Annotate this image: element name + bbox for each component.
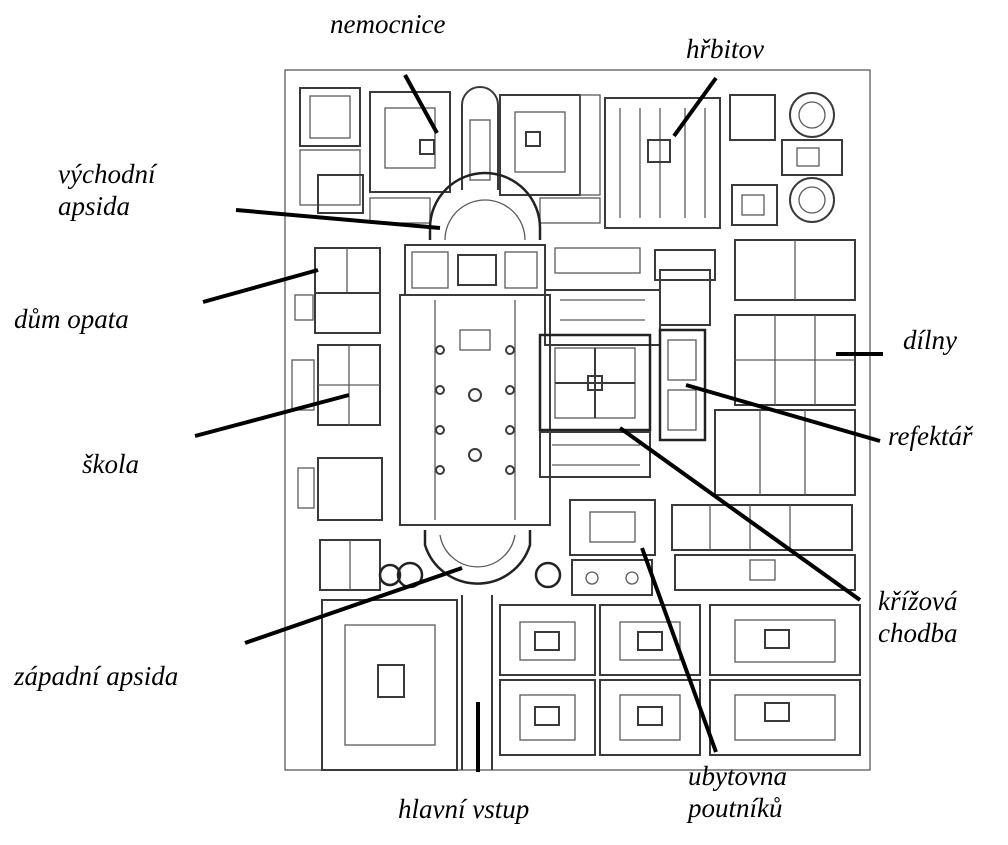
leader-vychodni-apsida bbox=[235, 208, 441, 230]
label-skola: škola bbox=[82, 449, 139, 479]
church-basilica bbox=[396, 171, 562, 770]
abbot-house bbox=[294, 247, 381, 334]
label-refektar: refektář bbox=[888, 421, 973, 451]
workshops-block bbox=[671, 239, 856, 591]
cemetery-complex bbox=[604, 92, 843, 229]
label-dum-opata: dům opata bbox=[14, 304, 129, 334]
label-vychodni-apsida: východní apsida bbox=[58, 158, 155, 222]
label-ubytovna-line2: poutníků bbox=[688, 793, 783, 823]
label-hrbitov: hřbitov bbox=[686, 34, 764, 64]
label-zapadni-apsida: západní apsida bbox=[14, 661, 179, 691]
site-boundary bbox=[284, 69, 871, 771]
label-krizova-line2: chodba bbox=[878, 618, 958, 648]
leader-refektar bbox=[685, 383, 881, 443]
leader-nemocnice bbox=[403, 74, 439, 134]
leader-skola bbox=[194, 393, 350, 438]
west-buildings bbox=[297, 457, 402, 591]
label-krizova-line1: křížová bbox=[878, 586, 958, 616]
label-ubytovna-poutniku: ubytovna poutníků bbox=[688, 760, 787, 824]
leader-dum-opata bbox=[202, 268, 319, 304]
leader-hrbitov bbox=[672, 76, 718, 138]
label-vychodni-line1: východní bbox=[58, 159, 156, 189]
school-block bbox=[291, 344, 381, 426]
bottom-row-buildings bbox=[321, 599, 861, 771]
leader-krizova-chodba bbox=[618, 426, 862, 602]
hospital-complex bbox=[299, 86, 601, 224]
leader-zapadni-apsida bbox=[244, 566, 463, 645]
label-nemocnice: nemocnice bbox=[330, 9, 446, 39]
label-vychodni-line2: apsida bbox=[58, 191, 131, 221]
refectory-block bbox=[554, 247, 716, 442]
label-dilny: dílny bbox=[903, 325, 957, 355]
label-krizova-chodba: křížová chodba bbox=[878, 585, 957, 649]
label-ubytovna-line1: ubytovna bbox=[688, 761, 787, 791]
leader-lines bbox=[194, 74, 883, 772]
pilgrim-lodging bbox=[569, 499, 656, 596]
cloister bbox=[538, 289, 661, 478]
leader-ubytovna bbox=[640, 547, 718, 753]
label-hlavni-vstup: hlavní vstup bbox=[398, 794, 530, 824]
